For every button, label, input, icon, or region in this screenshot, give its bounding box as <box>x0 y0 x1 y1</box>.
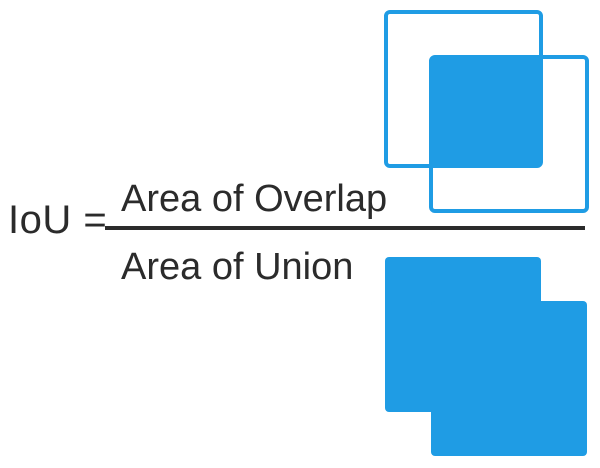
area-of-union-diagram <box>378 250 596 464</box>
area-of-overlap-diagram <box>378 4 596 219</box>
formula-numerator-label: Area of Overlap <box>121 178 388 220</box>
fraction-bar <box>105 226 585 230</box>
formula-denominator-label: Area of Union <box>121 246 354 288</box>
union-box-b-fill <box>431 301 587 456</box>
formula-left-hand-side: IoU = <box>8 198 108 242</box>
overlap-intersection-fill <box>431 57 541 166</box>
